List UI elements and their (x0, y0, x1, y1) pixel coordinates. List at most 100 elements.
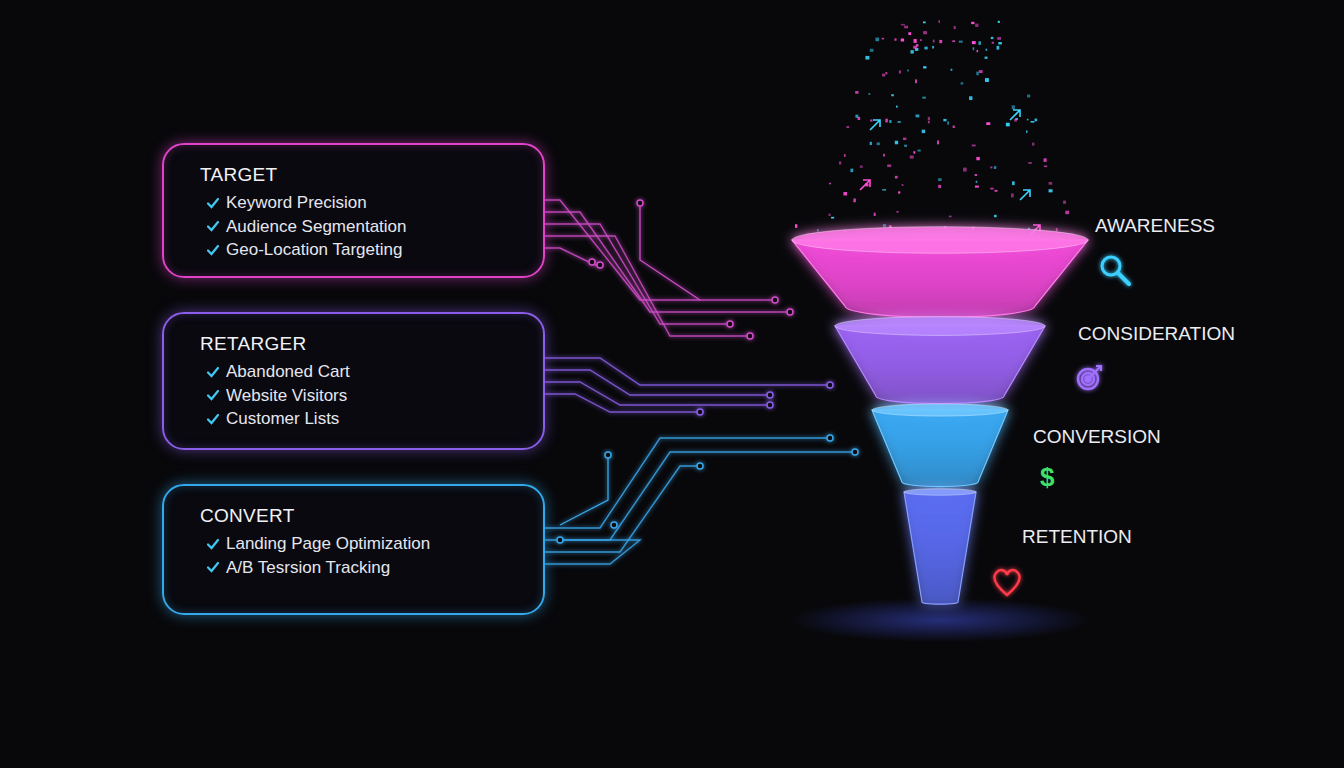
particle (1049, 189, 1053, 192)
particle (923, 22, 926, 24)
particle (976, 181, 978, 183)
category-box: CONVERTLanding Page OptimizationA/B Tesr… (162, 484, 545, 615)
check-mark (206, 388, 220, 402)
circuit-trace (545, 452, 855, 540)
arrow-spark (860, 180, 870, 190)
item-text: Abandoned Cart (226, 360, 350, 384)
particle (895, 176, 898, 179)
circuit-pad (727, 321, 733, 327)
particle (923, 66, 926, 68)
box-heading: TARGET (200, 161, 523, 188)
particle (899, 70, 901, 73)
particle (903, 138, 906, 140)
particle (991, 37, 994, 39)
check-mark (206, 243, 220, 257)
particle (887, 164, 891, 167)
checklist-item: Abandoned Cart (206, 360, 523, 384)
particle (959, 41, 963, 43)
funnel-tier (904, 492, 976, 604)
circuit-trace (545, 394, 700, 412)
particle (911, 50, 914, 53)
particle (817, 229, 819, 232)
circuit-pad (697, 409, 703, 415)
circuit-pad (772, 297, 778, 303)
circuit-pad (827, 382, 833, 388)
check-mark (206, 537, 220, 551)
circuit-trace (545, 200, 775, 300)
particle (954, 26, 956, 29)
particle (914, 39, 917, 43)
circuit-pad (787, 309, 793, 315)
particle (992, 42, 994, 44)
particle (865, 56, 869, 60)
circuit-pad (747, 333, 753, 339)
item-text: Audience Segmentation (226, 215, 407, 239)
particle (829, 183, 831, 185)
funnel-rim (835, 317, 1045, 336)
particle (943, 119, 946, 121)
particle (977, 50, 979, 52)
particle (994, 166, 996, 169)
particle (897, 121, 900, 123)
particle (896, 106, 898, 108)
particle (990, 167, 992, 169)
stage-label: CONSIDERATION (1078, 322, 1235, 346)
particle (1012, 181, 1015, 185)
stage-label: CONVERSION (1033, 425, 1161, 449)
particle (1065, 211, 1069, 215)
circuit-trace (545, 236, 750, 336)
stage-label: RETENTION (1022, 525, 1132, 549)
particle (951, 69, 953, 71)
circuit-pad (605, 452, 611, 458)
checklist-item: A/B Tesrsion Tracking (206, 556, 523, 580)
circuit-pad (697, 463, 703, 469)
particles (795, 20, 1069, 235)
particle (971, 22, 974, 24)
particle (976, 72, 978, 76)
particle (855, 91, 858, 94)
particle (860, 166, 863, 168)
check-mark (206, 365, 220, 379)
particle (998, 42, 1002, 44)
circuit-trace (545, 466, 700, 552)
particle (969, 96, 972, 100)
particle (986, 122, 990, 125)
particle (932, 46, 934, 49)
particle (915, 79, 917, 83)
item-text: Customer Lists (226, 407, 339, 431)
circuit-trace (560, 458, 608, 525)
particle (937, 140, 939, 144)
particle (831, 217, 834, 219)
search-icon (1118, 273, 1129, 284)
particle (902, 184, 904, 186)
particle (894, 38, 896, 41)
item-text: A/B Tesrsion Tracking (226, 556, 390, 580)
check-mark (206, 219, 220, 233)
particle (1031, 121, 1035, 123)
particle (882, 189, 886, 191)
particle (891, 94, 894, 96)
particle (938, 20, 940, 23)
particle (949, 216, 952, 218)
particle (846, 126, 849, 128)
particle (947, 121, 949, 124)
particle (829, 214, 831, 216)
circuit-pad (767, 392, 773, 398)
particle (997, 37, 1001, 40)
particle (885, 72, 887, 74)
particle (973, 47, 975, 50)
circuit-pad (557, 537, 563, 543)
particle (839, 161, 841, 164)
check-mark (206, 560, 220, 574)
particle (844, 154, 846, 157)
particle (975, 24, 978, 27)
particle (990, 188, 993, 190)
checklist-item: Website Visitors (206, 384, 523, 408)
particle (1044, 158, 1047, 162)
particle (1044, 166, 1047, 168)
particle (843, 192, 847, 196)
circuit-pad (852, 449, 858, 455)
box-heading: RETARGER (200, 330, 523, 357)
funnel-tier (835, 326, 1045, 404)
